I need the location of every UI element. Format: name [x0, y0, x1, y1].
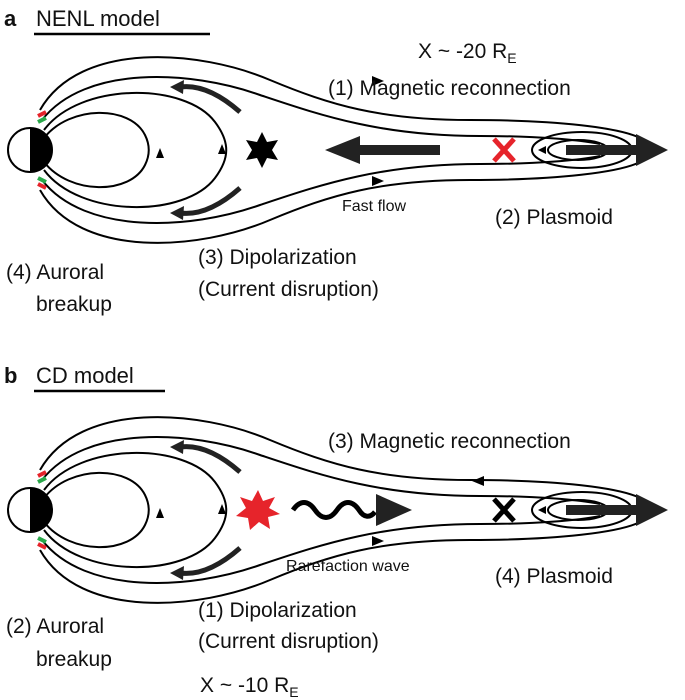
panel-b-letter: b: [4, 363, 17, 388]
return-flow-arrow: [179, 444, 242, 474]
earth-icon: [7, 487, 53, 533]
panel-a-field: [7, 56, 668, 244]
panel-a: a NENL model: [4, 6, 668, 316]
rarefaction-wave: [290, 500, 377, 520]
aurora-mark: [37, 182, 47, 190]
panel-b-title: CD model: [36, 363, 134, 388]
panel-a-step2: (2) Plasmoid: [495, 206, 613, 229]
red-star-icon: [236, 490, 280, 530]
panel-a-title: NENL model: [36, 6, 160, 31]
aurora-mark: [37, 116, 47, 124]
panel-b: b CD model: [4, 363, 668, 700]
return-flow-arrow: [179, 546, 242, 576]
panel-a-step4-line1: (4) Auroral: [6, 261, 104, 284]
panel-a-step3-line2: (Current disruption): [198, 278, 379, 301]
aurora-mark: [37, 176, 47, 184]
aurora-mark: [37, 536, 47, 544]
panel-b-step3-line2: (Current disruption): [198, 630, 379, 653]
aurora-mark: [37, 110, 47, 118]
earth-icon: [7, 127, 53, 173]
rarefaction-arrow: [376, 494, 412, 526]
panel-a-flow-label: Fast flow: [342, 198, 406, 215]
panel-b-field: [7, 416, 668, 604]
panel-a-step1: (1) Magnetic reconnection: [328, 77, 571, 100]
panel-b-flow-label: Rarefaction wave: [286, 558, 410, 575]
return-flow-arrow: [179, 84, 242, 114]
panel-b-step4-line2: breakup: [36, 648, 112, 671]
panel-b-step1: (3) Magnetic reconnection: [328, 430, 571, 453]
panel-b-step3-line1: (1) Dipolarization: [198, 599, 357, 622]
panel-a-letter: a: [4, 6, 17, 31]
panel-a-x-location: X ~ -20 RE: [418, 40, 517, 66]
panel-b-step4-line1: (2) Auroral: [6, 615, 104, 638]
reconnection-x-icon: [492, 497, 516, 523]
aurora-mark: [37, 542, 47, 550]
return-flow-arrow: [179, 186, 242, 216]
panel-b-x-location: X ~ -10 RE: [200, 674, 299, 700]
panel-a-step4-line2: breakup: [36, 293, 112, 316]
aurora-mark: [37, 476, 47, 484]
black-star-icon: [246, 132, 278, 168]
reconnection-x-icon: [492, 137, 516, 163]
fast-flow-arrow: [325, 136, 360, 164]
aurora-mark: [37, 470, 47, 478]
panel-a-step3-line1: (3) Dipolarization: [198, 246, 357, 269]
panel-b-step2: (4) Plasmoid: [495, 565, 613, 588]
plasmoid-arrow: [636, 494, 668, 526]
plasmoid-arrow: [636, 134, 668, 166]
